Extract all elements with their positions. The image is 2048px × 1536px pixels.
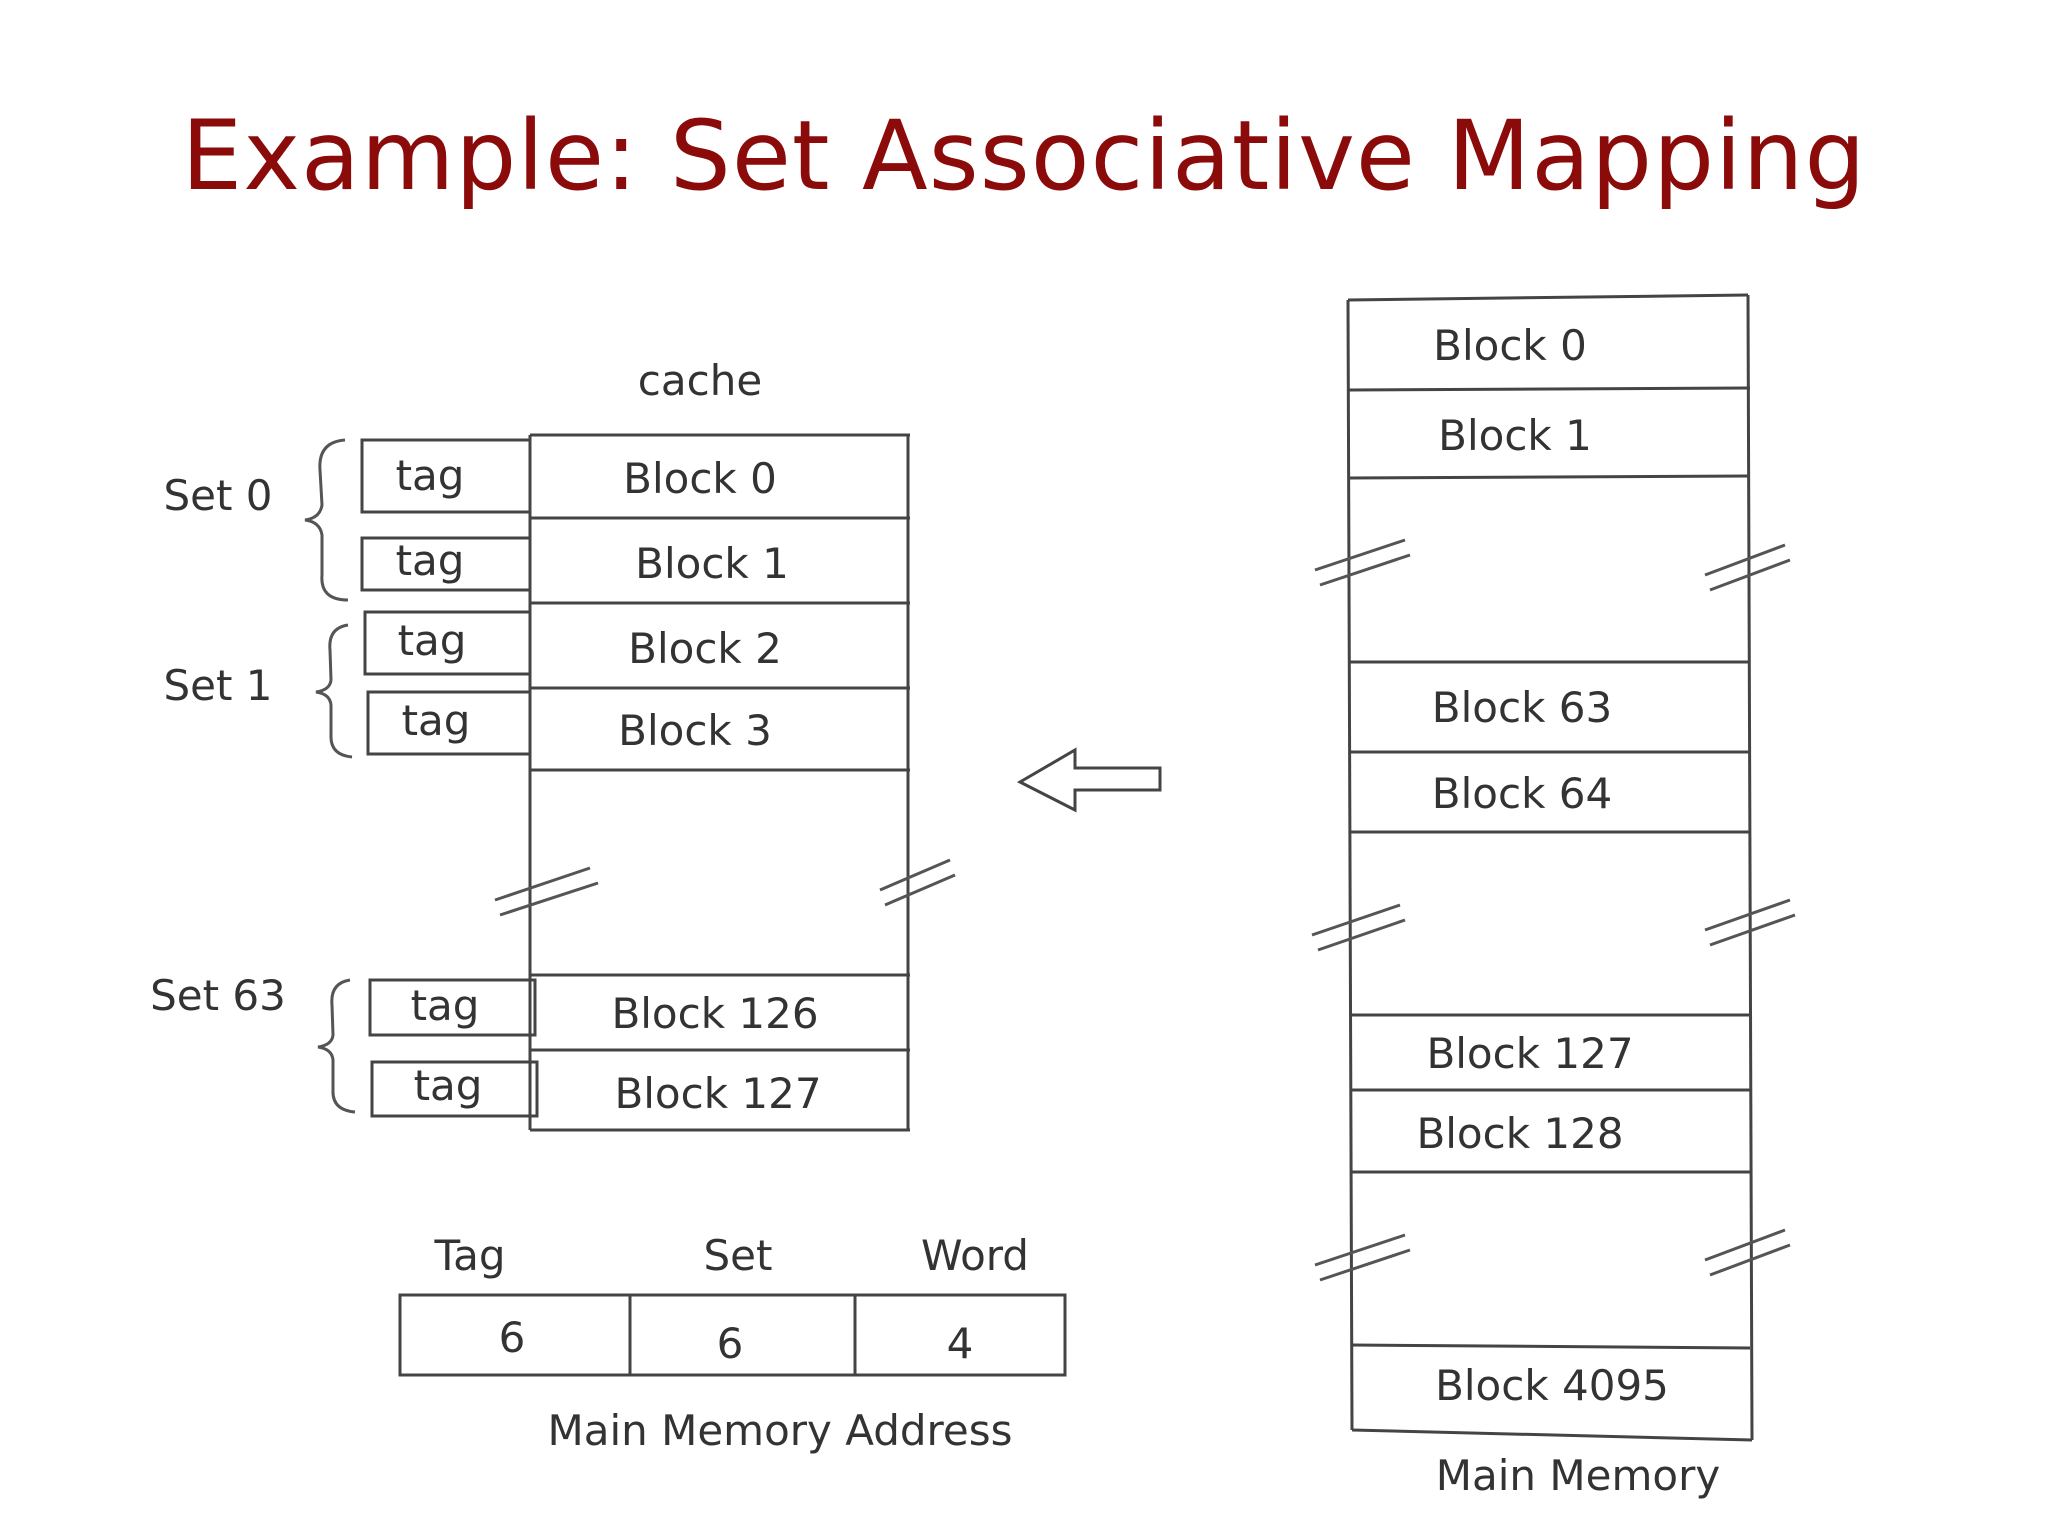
memory-block-label: Block 127 (1426, 1029, 1633, 1078)
cache-break-left (494, 866, 599, 917)
left-arrow-icon (1016, 747, 1162, 813)
cache-label: cache (638, 356, 762, 405)
address-format: Tag Set Word 6 6 4 Main Memory Address (398, 1231, 1067, 1455)
memory-block-label: Block 0 (1433, 321, 1587, 370)
cache-block-label: Block 2 (628, 624, 782, 673)
memory-block-label: Block 128 (1416, 1109, 1623, 1158)
cache-block-label: Block 126 (611, 989, 818, 1038)
memory-block-label: Block 63 (1432, 683, 1612, 732)
tag-box (360, 536, 532, 592)
main-memory: Block 0 Block 1 Block 63 Block 64 Block … (1311, 293, 1796, 1500)
address-field-name: Word (921, 1231, 1029, 1280)
tag-label: tag (402, 696, 471, 745)
cache-block-label: Block 127 (614, 1069, 821, 1118)
tag-label: tag (411, 981, 480, 1030)
tag-box (363, 610, 532, 676)
tag-label: tag (396, 536, 465, 585)
tag-label: tag (398, 616, 467, 665)
cache-block-label: Block 0 (623, 454, 777, 503)
slide-title: Example: Set Associative Mapping (181, 100, 1867, 212)
set-brace (315, 623, 353, 759)
tag-box (360, 438, 532, 514)
set-brace (304, 438, 349, 602)
address-field-name: Tag (433, 1231, 505, 1280)
address-field-bits: 6 (717, 1319, 744, 1368)
memory-break (1311, 538, 1796, 1282)
memory-caption: Main Memory (1436, 1451, 1720, 1500)
cache-block-label: Block 3 (618, 706, 772, 755)
memory-block-label: Block 64 (1432, 769, 1612, 818)
set-label: Set 1 (163, 661, 272, 710)
address-caption: Main Memory Address (547, 1406, 1012, 1455)
memory-block-label: Block 1 (1438, 411, 1592, 460)
address-field-bits: 6 (499, 1313, 526, 1362)
set-label: Set 63 (150, 971, 286, 1020)
address-field-name: Set (704, 1231, 773, 1280)
set-label: Set 0 (163, 471, 272, 520)
tag-box (368, 978, 537, 1037)
set-brace (317, 978, 356, 1114)
address-field-box (853, 1293, 1067, 1377)
tag-box (366, 690, 532, 756)
cache-block-label: Block 1 (635, 539, 789, 588)
tag-box (370, 1060, 539, 1118)
address-field-bits: 4 (947, 1319, 974, 1368)
tag-label: tag (414, 1061, 483, 1110)
tag-label: tag (396, 451, 465, 500)
cache: cache tag tag tag tag tag (150, 356, 956, 1132)
cache-break-right (879, 858, 956, 907)
memory-block-label: Block 4095 (1435, 1361, 1669, 1410)
